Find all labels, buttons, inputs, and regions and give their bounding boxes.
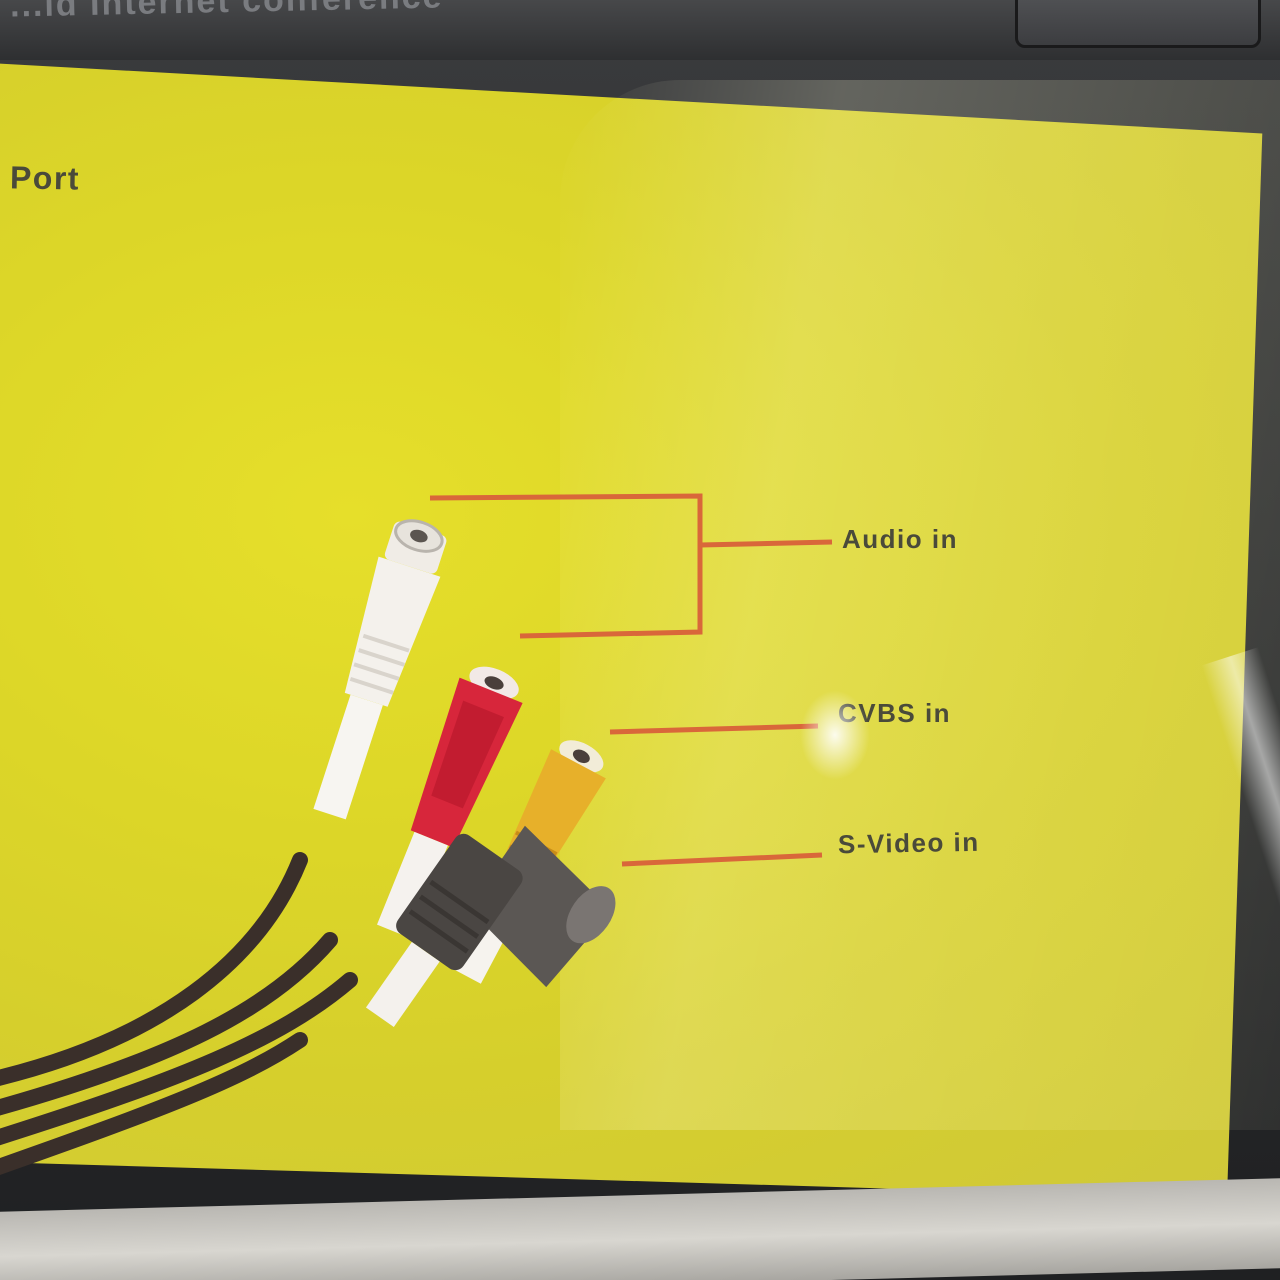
black-svideo-plug bbox=[365, 825, 616, 1027]
cable-yellow bbox=[0, 972, 358, 1146]
cable-red bbox=[0, 932, 338, 1116]
audio-leader bbox=[699, 539, 833, 548]
cable-white bbox=[0, 852, 308, 1086]
svideo-leader bbox=[621, 852, 823, 867]
white-rca-plug bbox=[313, 519, 447, 820]
cvbs-leader bbox=[609, 723, 819, 735]
leader-lines bbox=[429, 493, 833, 867]
package-top-strip: ...ld Internet conference bbox=[0, 0, 1280, 60]
red-rca-plug bbox=[377, 666, 523, 939]
audio-bracket bbox=[429, 493, 703, 639]
cables bbox=[0, 852, 358, 1175]
package-tab bbox=[1015, 0, 1261, 48]
audio-in-label: Audio in bbox=[842, 524, 958, 554]
cable-black bbox=[0, 1032, 308, 1175]
